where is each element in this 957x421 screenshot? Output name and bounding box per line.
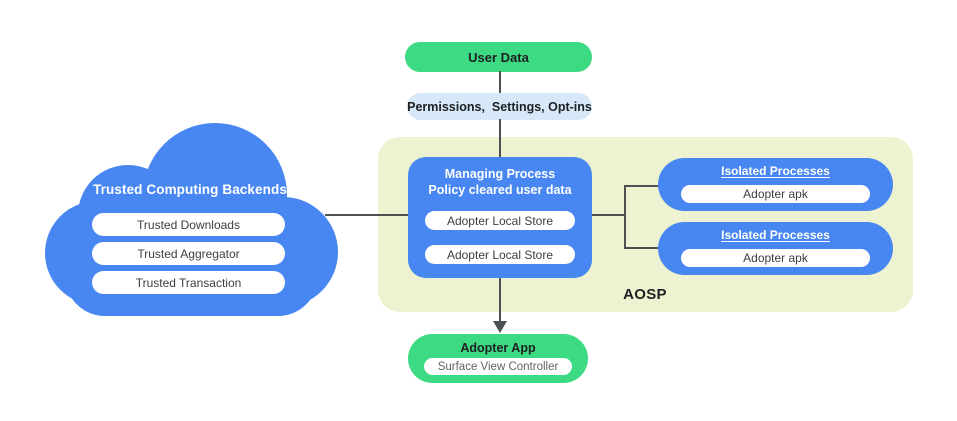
connector-permissions-managing	[499, 119, 501, 158]
adopter-app-title: Adopter App	[460, 341, 536, 355]
connector-cloud-managing	[325, 214, 408, 216]
connector-junction-isolated1	[624, 185, 659, 187]
cloud-item-trusted-downloads: Trusted Downloads	[92, 213, 285, 236]
adopter-local-store-1: Adopter Local Store	[425, 211, 575, 230]
connector-junction-vertical	[624, 185, 626, 249]
adopter-local-store-2: Adopter Local Store	[425, 245, 575, 264]
managing-process-node: Managing Process Policy cleared user dat…	[408, 157, 592, 278]
cloud-item-trusted-aggregator: Trusted Aggregator	[92, 242, 285, 265]
user-data-node: User Data	[405, 42, 592, 72]
isolated-process-title-2: Isolated Processes	[721, 228, 830, 242]
cloud-title: Trusted Computing Backends	[93, 182, 287, 197]
managing-process-title-line2: Policy cleared user data	[428, 183, 572, 197]
isolated-process-title-1: Isolated Processes	[721, 164, 830, 178]
connector-junction-isolated2	[624, 247, 659, 249]
surface-view-controller: Surface View Controller	[424, 358, 572, 375]
cloud-item-trusted-transaction: Trusted Transaction	[92, 271, 285, 294]
isolated-process-node-1: Isolated Processes Adopter apk	[658, 158, 893, 211]
arrow-down-icon	[493, 321, 507, 333]
permissions-settings-node: Permissions, Settings, Opt-ins	[407, 93, 592, 120]
adopter-apk-2: Adopter apk	[681, 249, 870, 267]
connector-managing-adopterapp	[499, 278, 501, 322]
managing-process-title: Managing Process Policy cleared user dat…	[408, 166, 592, 198]
managing-process-title-line1: Managing Process	[444, 167, 556, 181]
adopter-apk-1: Adopter apk	[681, 185, 870, 203]
aosp-label: AOSP	[623, 286, 667, 303]
connector-managing-junction	[592, 214, 626, 216]
adopter-app-node: Adopter App Surface View Controller	[408, 334, 588, 383]
connector-userdata-permissions	[499, 71, 501, 94]
isolated-process-node-2: Isolated Processes Adopter apk	[658, 222, 893, 275]
